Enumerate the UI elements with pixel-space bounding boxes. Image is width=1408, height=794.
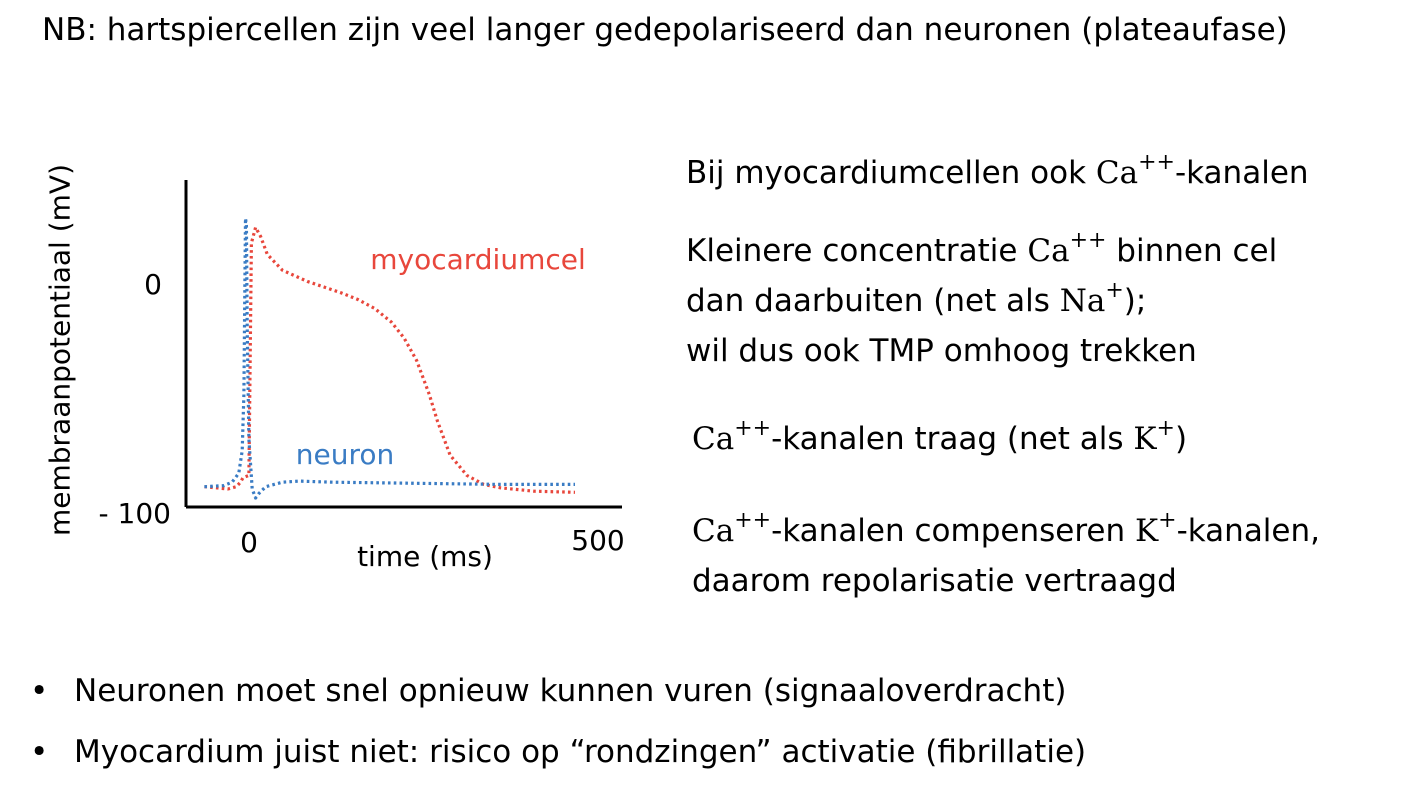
series-label-neuron: neuron: [296, 438, 395, 471]
bullet-text: Myocardium juist niet: risico op “rondzi…: [74, 734, 1087, 770]
x-axis-label: time (ms): [357, 540, 493, 573]
note-concentration-line3: wil dus ook TMP omhoog trekken: [686, 333, 1197, 369]
slide-heading: NB: hartspiercellen zijn veel langer ged…: [42, 12, 1288, 48]
x-tick-label: 500: [571, 524, 624, 557]
chart-series: [204, 216, 576, 500]
bullet-item: • Myocardium juist niet: risico op “rondz…: [30, 727, 1086, 788]
note-concentration-line1: Kleinere concentratie Ca++ binnen cel: [686, 228, 1278, 270]
series-line-neuron: [204, 216, 575, 500]
y-tick-label: - 100: [99, 497, 171, 530]
x-tick-label: 0: [240, 526, 258, 559]
action-potential-chart: 0 - 100 0 500 time (ms) myocardiumcel ne…: [99, 180, 625, 573]
y-tick-label: 0: [144, 268, 162, 301]
note-calcium-slow: Ca++-kanalen traag (net als K+): [692, 416, 1188, 458]
y-axis-label: membraanpotentiaal (mV): [43, 163, 77, 537]
bullet-list: • Neuronen moet snel opnieuw kunnen vuren…: [30, 666, 1086, 788]
bullet-item: • Neuronen moet snel opnieuw kunnen vuren…: [30, 666, 1086, 727]
bullet-marker: •: [30, 673, 49, 709]
note-compensation-line2: daarom repolarisatie vertraagd: [692, 563, 1177, 599]
note-concentration-line2: dan daarbuiten (net als Na+);: [686, 278, 1147, 320]
note-compensation-line1: Ca++-kanalen compenseren K+-kanalen,: [692, 508, 1320, 550]
series-line-myocardiumcel: [204, 225, 576, 494]
bullet-marker: •: [30, 734, 49, 770]
note-calcium-channels: Bij myocardiumcellen ook Ca++-kanalen: [686, 150, 1309, 192]
series-label-myocardiumcel: myocardiumcel: [370, 243, 586, 276]
bullet-text: Neuronen moet snel opnieuw kunnen vuren …: [74, 673, 1067, 709]
